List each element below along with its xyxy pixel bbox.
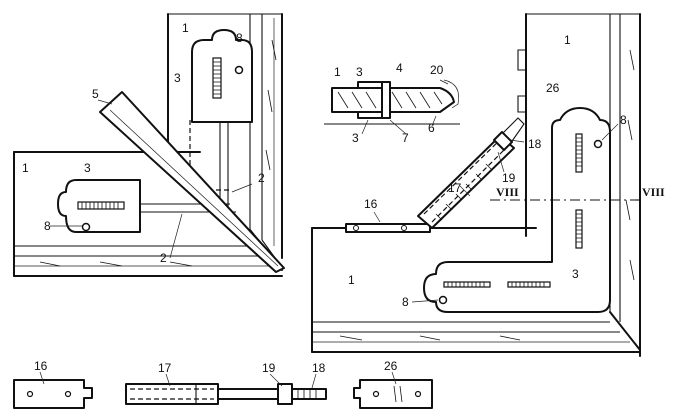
label-wedge: 5: [92, 87, 99, 101]
label-plate: 3: [572, 267, 579, 281]
left-figure: 1 3 8 5 2 2 1 3 8: [13, 13, 285, 277]
label-detail-20: 20: [430, 63, 444, 77]
label-sleeve: 17: [448, 181, 462, 195]
label-frame: 1: [22, 161, 29, 175]
bore-hole: [234, 65, 244, 75]
connector-part: 16: [13, 359, 93, 409]
horizontal-frame-member: [13, 151, 283, 277]
bore-hole: [438, 295, 448, 305]
bore-hole: [593, 139, 603, 149]
label-frame: 1: [564, 33, 571, 47]
label-joint: 2: [160, 251, 167, 265]
label-sleeve: 17: [158, 361, 172, 375]
label-detail-4: 4: [396, 61, 403, 75]
label-joint: 2: [258, 171, 265, 185]
corner-piece-part: 26: [353, 359, 433, 409]
label-bore: 8: [236, 31, 243, 45]
vertical-plate: [191, 29, 253, 123]
label-detail-7: 7: [402, 131, 409, 145]
tension-rod-assembly: [417, 117, 525, 229]
label-frame: 1: [182, 21, 189, 35]
bore-hole: [81, 222, 91, 232]
label-plate: 3: [174, 71, 181, 85]
connector-plate: [345, 223, 431, 233]
label-bore: 8: [44, 219, 51, 233]
label-connector: 16: [34, 359, 48, 373]
edge-clip: [517, 49, 527, 113]
label-bolt: 18: [528, 137, 542, 151]
label-frame: 1: [348, 273, 355, 287]
label-detail-6: 6: [428, 121, 435, 135]
label-section: VIII: [496, 185, 519, 199]
corner-plate: [423, 107, 611, 313]
label-nut: 19: [502, 171, 516, 185]
wedge: [99, 91, 285, 273]
label-bore: 8: [402, 295, 409, 309]
label-nut: 19: [262, 361, 276, 375]
label-bore: 8: [620, 113, 627, 127]
label-section: VIII: [642, 185, 665, 199]
label-connector: 16: [364, 197, 378, 211]
label-plate: 3: [356, 65, 363, 79]
cross-section-detail: [324, 79, 460, 125]
right-figure: 1 26 8 18 19 17 VIII VIII 16 1 3 8 1 3 4…: [311, 13, 665, 357]
label-plate: 3: [352, 131, 359, 145]
label-plate: 3: [84, 161, 91, 175]
label-corner-piece: 26: [384, 359, 398, 373]
label-frame: 1: [334, 65, 341, 79]
label-corner-piece: 26: [546, 81, 560, 95]
label-bolt: 18: [312, 361, 326, 375]
horizontal-plate: [57, 179, 141, 233]
sleeve-bolt-part: 17 19 18: [125, 361, 327, 405]
parts-row: 16 17 19 18 26: [13, 359, 433, 409]
